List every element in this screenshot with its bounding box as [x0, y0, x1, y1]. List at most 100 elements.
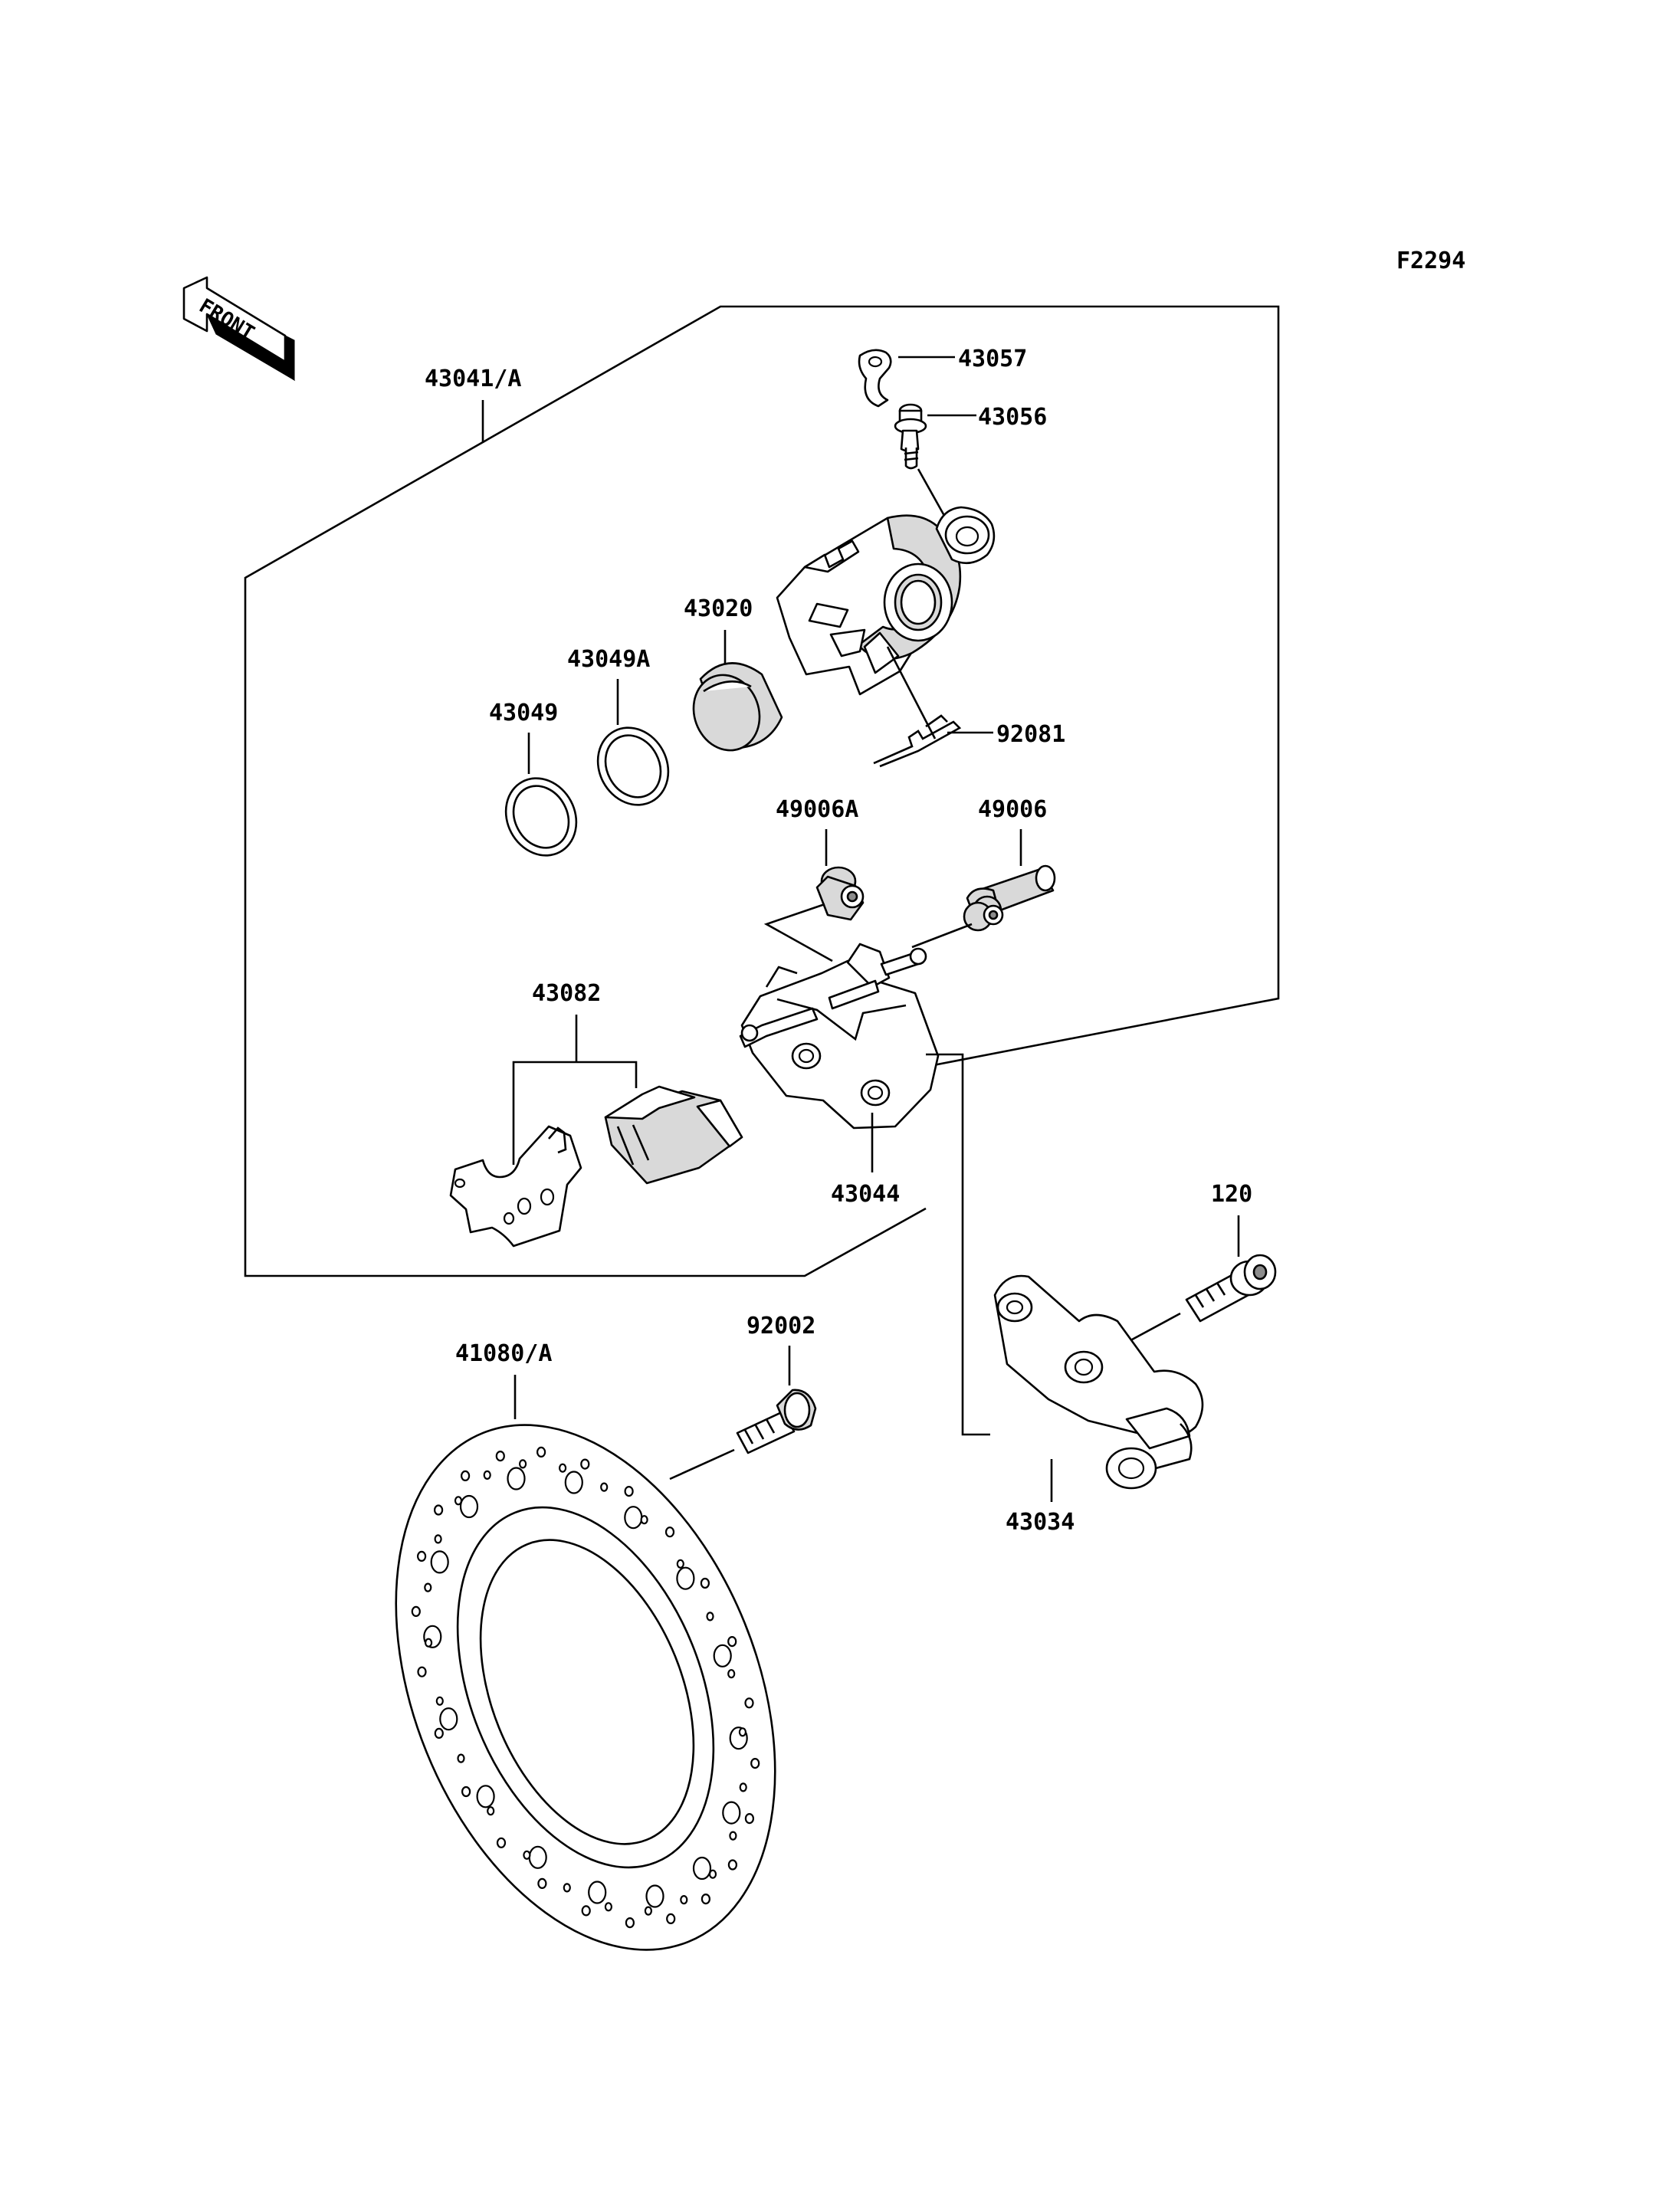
disc-vent-hole — [537, 1877, 547, 1889]
disc-vent-hole — [433, 1504, 444, 1516]
disc-mount-holes — [423, 1467, 748, 1908]
disc-vent-hole — [727, 1859, 738, 1871]
disc-mount-hole — [624, 1506, 643, 1530]
torque-bracket-43034 — [993, 1274, 1204, 1490]
disc-vent-hole — [727, 1636, 737, 1648]
disc-vent-hole — [487, 1806, 495, 1816]
label-49006: 49006 — [978, 796, 1047, 823]
disc-vent-hole — [496, 1837, 507, 1848]
caliper-assembly-boundary — [244, 305, 1280, 1277]
piston-43020 — [692, 662, 783, 752]
disc-vent-hole — [563, 1883, 571, 1893]
disc-vent-hole — [424, 1582, 432, 1592]
leader-92081-diag — [886, 646, 937, 739]
bleeder-valve-43056 — [894, 403, 927, 470]
disc-vent-hole — [435, 1696, 444, 1706]
disc-vent-hole — [744, 1697, 754, 1709]
disc-vent-hole — [518, 1459, 527, 1469]
disc-mount-hole — [528, 1845, 547, 1869]
disc-vent-hole — [644, 1906, 653, 1916]
disc-vent-hole — [680, 1895, 688, 1905]
disc-vent-hole — [600, 1482, 609, 1492]
label-43044: 43044 — [831, 1181, 900, 1208]
disc-mount-hole — [588, 1881, 607, 1904]
disc-vent-hole — [750, 1758, 760, 1769]
axis-92002 — [669, 1448, 735, 1481]
axis-120 — [1123, 1312, 1181, 1346]
disc-vent-hole — [460, 1470, 471, 1482]
brake-disc-41080A — [395, 1424, 776, 1951]
label-43082: 43082 — [532, 980, 601, 1007]
axis-49006A — [763, 903, 833, 962]
label-92002: 92002 — [746, 1313, 815, 1340]
disc-mount-hole — [676, 1566, 695, 1590]
disc-mount-hole — [430, 1550, 449, 1574]
disc-mount-hole — [564, 1471, 583, 1494]
disc-vent-hole — [483, 1470, 491, 1481]
disc-vent-hole — [625, 1917, 635, 1929]
disc-mount-hole — [439, 1707, 458, 1731]
disc-vent-hole — [558, 1463, 567, 1473]
label-43034: 43034 — [1006, 1509, 1075, 1536]
disc-vent-hole — [700, 1577, 710, 1589]
disc-vent-hole — [729, 1831, 737, 1841]
disc-vent-hole — [454, 1496, 463, 1506]
bleeder-cap-43057 — [858, 349, 892, 408]
bolt-92002 — [736, 1389, 817, 1454]
brake-pad-left — [449, 1125, 582, 1248]
figure-id: F2294 — [1396, 248, 1465, 274]
disc-vent-hole — [676, 1559, 684, 1569]
disc-vent-hole — [416, 1550, 427, 1562]
label-92081: 92081 — [996, 721, 1065, 748]
label-43020: 43020 — [684, 595, 753, 622]
leader-43082-fork — [512, 1061, 638, 1165]
spring-clip-92081 — [873, 714, 962, 768]
disc-vent-hole — [580, 1458, 590, 1470]
seal-43049 — [504, 777, 578, 857]
disc-vent-hole — [708, 1869, 717, 1879]
disc-vent-hole — [581, 1905, 591, 1917]
disc-vent-holes — [411, 1446, 760, 1929]
disc-mount-hole — [459, 1494, 479, 1519]
bolt-120 — [1185, 1254, 1277, 1323]
disc-mount-hole — [507, 1467, 526, 1490]
disc-vent-hole — [461, 1785, 471, 1798]
disc-vent-hole — [417, 1666, 427, 1677]
disc-mount-hole — [713, 1644, 732, 1667]
label-49006A: 49006A — [776, 796, 858, 823]
disc-vent-hole — [640, 1515, 648, 1525]
disc-vent-hole — [701, 1894, 711, 1905]
disc-vent-hole — [624, 1485, 634, 1497]
disc-vent-hole — [666, 1913, 676, 1924]
label-120: 120 — [1211, 1181, 1252, 1208]
disc-vent-hole — [744, 1813, 755, 1825]
axis-49006 — [911, 923, 973, 949]
label-43056: 43056 — [978, 404, 1047, 431]
front-arrow-icon: FRONT — [182, 276, 296, 382]
disc-mount-hole — [692, 1856, 712, 1881]
disc-vent-hole — [523, 1850, 531, 1860]
caliper-body — [776, 506, 996, 696]
disc-vent-hole — [706, 1612, 714, 1622]
disc-vent-hole — [495, 1450, 505, 1462]
seal-43049A — [596, 726, 670, 806]
disc-vent-hole — [739, 1782, 747, 1792]
disc-vent-hole — [434, 1534, 442, 1544]
brake-pad-right — [604, 1085, 743, 1185]
label-43049: 43049 — [489, 700, 558, 726]
disc-vent-hole — [738, 1727, 747, 1737]
label-41080A: 41080/A — [455, 1340, 552, 1367]
disc-vent-hole — [536, 1446, 546, 1458]
disc-vent-hole — [411, 1605, 421, 1617]
label-43041A: 43041/A — [425, 366, 521, 392]
disc-mount-hole — [476, 1785, 495, 1808]
label-43049A: 43049A — [567, 646, 650, 673]
boot-49006A — [815, 866, 865, 921]
disc-vent-hole — [424, 1638, 433, 1648]
caliper-bracket-43044 — [739, 943, 940, 1130]
disc-vent-hole — [604, 1902, 613, 1912]
disc-vent-hole — [727, 1669, 736, 1679]
disc-vent-hole — [664, 1526, 675, 1538]
disc-vent-hole — [434, 1727, 444, 1739]
